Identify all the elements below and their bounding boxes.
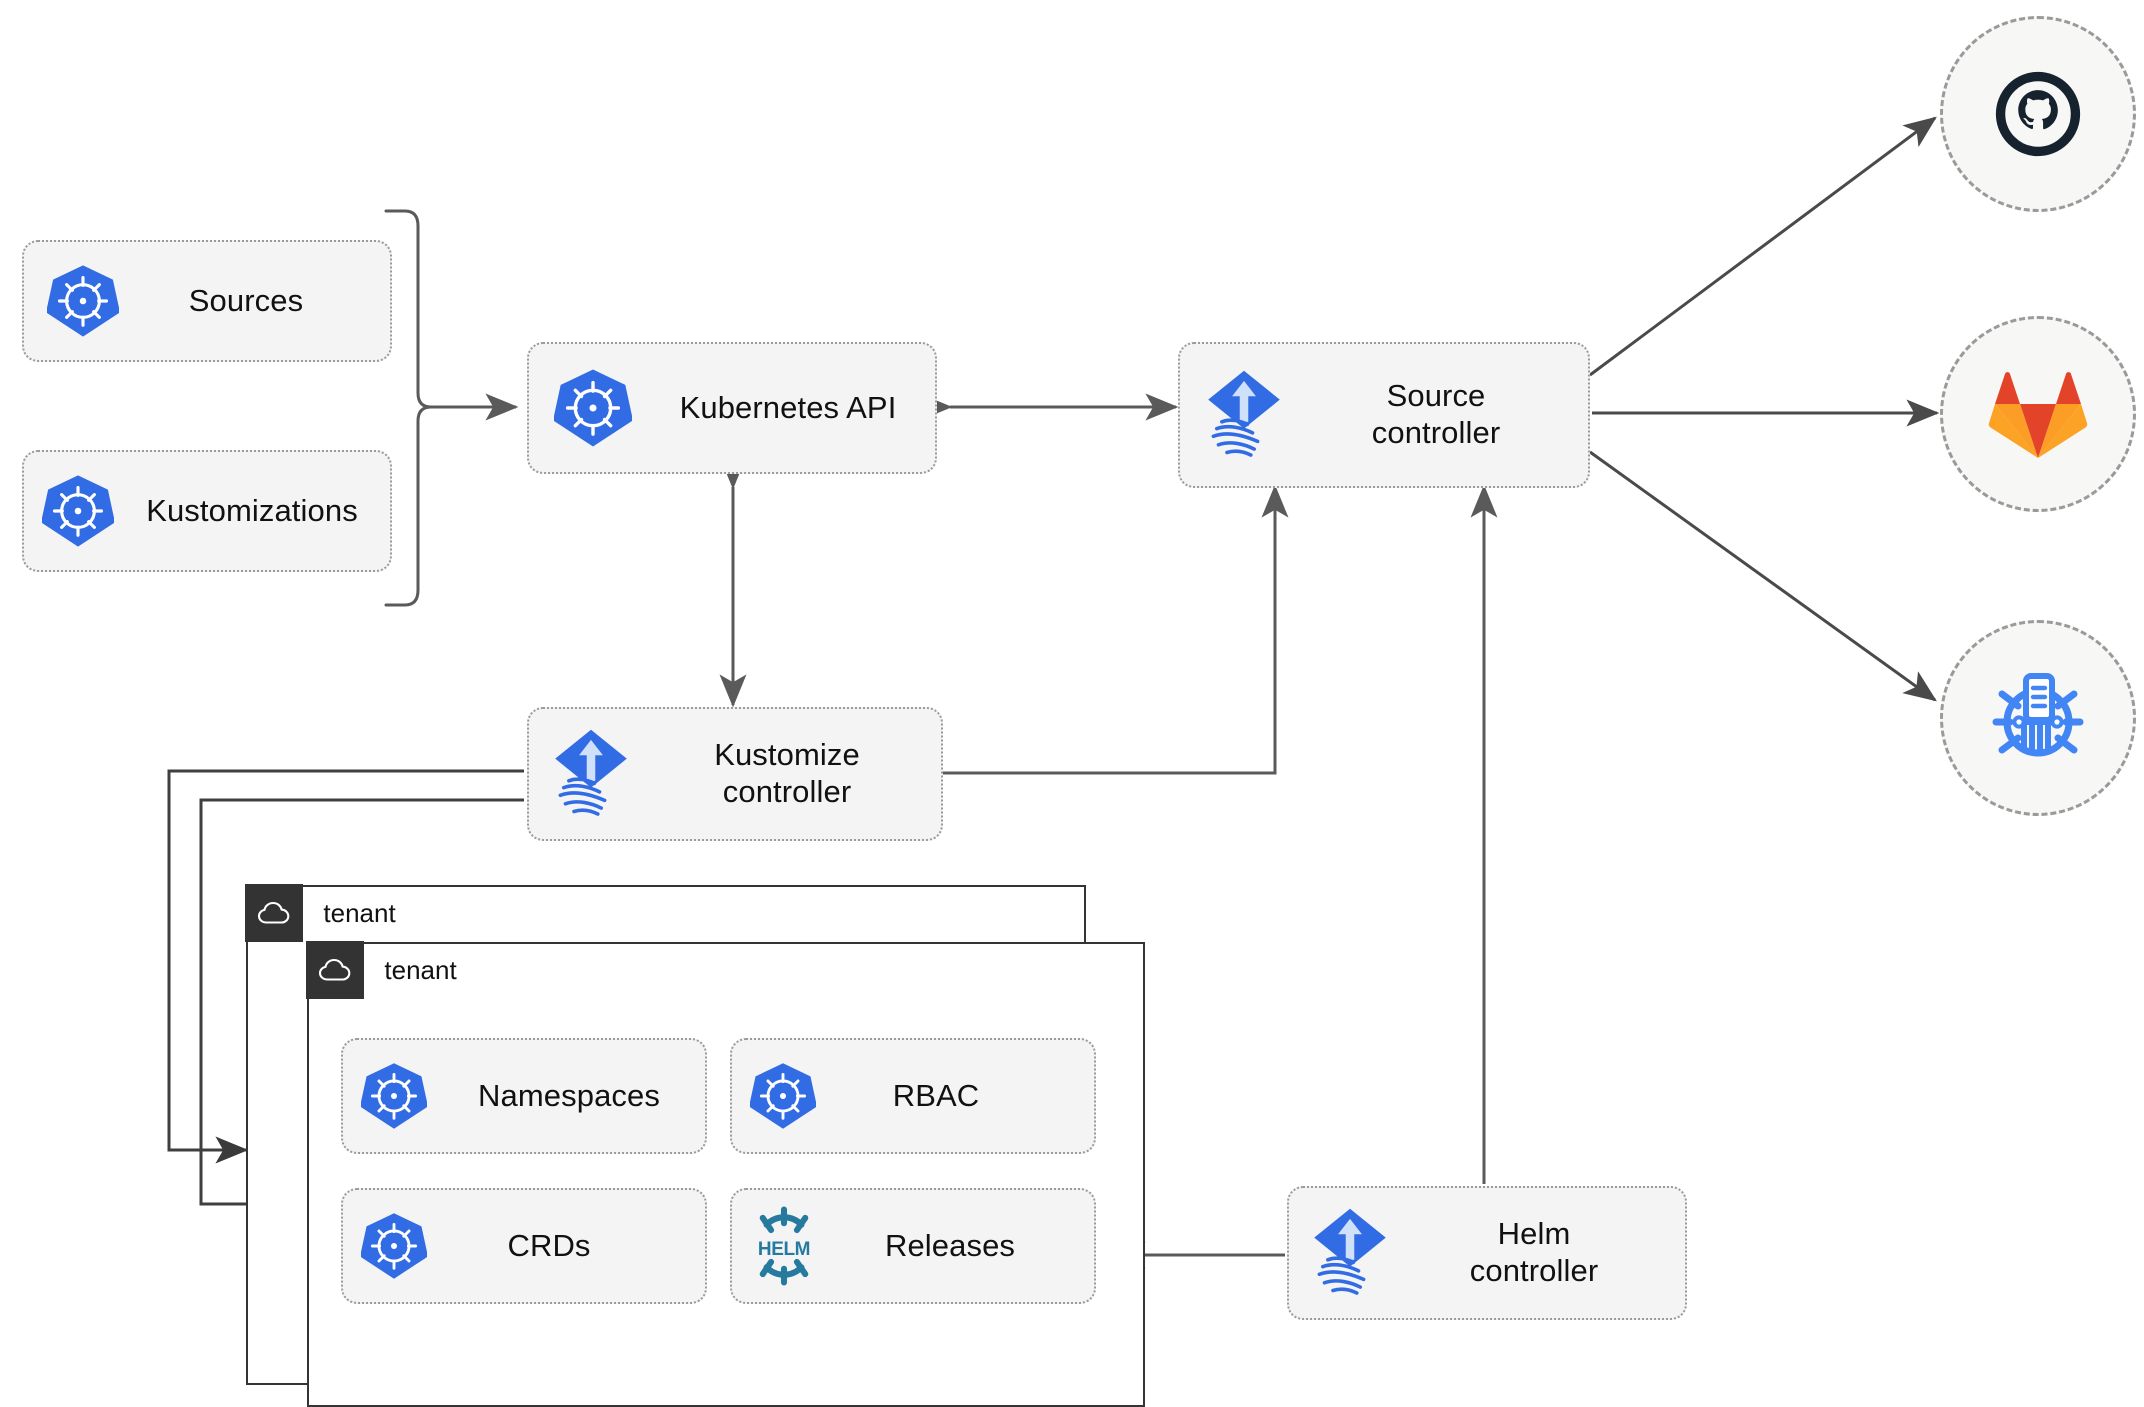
- flux-icon: [529, 728, 653, 820]
- node-namespaces[interactable]: Namespaces: [341, 1038, 707, 1154]
- node-releases-label: Releases: [884, 1227, 1016, 1263]
- github-icon: [1995, 71, 2081, 157]
- kubernetes-icon: [24, 474, 132, 548]
- node-source-controller[interactable]: Source controller: [1178, 342, 1590, 488]
- kubernetes-icon: [343, 1212, 445, 1280]
- node-namespaces-label: Namespaces: [478, 1077, 660, 1113]
- node-helm-controller-label: Helm controller: [1469, 1216, 1599, 1288]
- cloud-icon: [245, 884, 304, 943]
- provider-bucket[interactable]: [1940, 620, 2136, 816]
- node-kustomize-controller[interactable]: Kustomize controller: [527, 707, 943, 841]
- provider-gitlab[interactable]: [1940, 316, 2136, 512]
- node-kubernetes-api[interactable]: Kubernetes API: [527, 342, 937, 474]
- node-helm-controller[interactable]: Helm controller: [1287, 1186, 1687, 1320]
- kubernetes-icon: [529, 368, 657, 448]
- node-source-controller-label: Source controller: [1371, 378, 1501, 450]
- node-sources-label: Sources: [188, 282, 304, 318]
- node-crds[interactable]: CRDs: [341, 1188, 707, 1304]
- node-sources[interactable]: Sources: [22, 240, 392, 362]
- node-rbac-label: RBAC: [892, 1077, 980, 1113]
- kubernetes-icon: [343, 1062, 445, 1130]
- edge-source-controller-github: [1589, 116, 1937, 377]
- gitlab-icon: [1988, 372, 2088, 458]
- kubernetes-icon: [24, 264, 142, 338]
- flux-icon: [1289, 1207, 1411, 1299]
- node-kustomize-controller-label: Kustomize controller: [714, 737, 860, 809]
- cloud-icon: [306, 941, 365, 1000]
- tenant-front-container: tenant: [306, 941, 1145, 1407]
- node-kustomizations[interactable]: Kustomizations: [22, 450, 392, 572]
- tenant-back-label: tenant: [323, 897, 396, 928]
- node-releases[interactable]: HELM Releases: [730, 1188, 1096, 1304]
- kubernetes-icon: [732, 1062, 834, 1130]
- edge-source-controller-bucket: [1589, 450, 1937, 702]
- bucket-icon: [1992, 673, 2084, 757]
- flux-icon: [1180, 369, 1308, 461]
- svg-text:HELM: HELM: [758, 1239, 810, 1260]
- tenant-front-label: tenant: [384, 954, 457, 985]
- node-rbac[interactable]: RBAC: [730, 1038, 1096, 1154]
- tenant-back-header: tenant: [245, 884, 396, 943]
- provider-github[interactable]: [1940, 16, 2136, 212]
- tenant-front-header: tenant: [306, 941, 457, 1000]
- node-kustomizations-label: Kustomizations: [146, 492, 358, 528]
- node-crds-label: CRDs: [507, 1227, 591, 1263]
- helm-icon: HELM: [732, 1205, 836, 1287]
- edge-group-brace: [384, 209, 432, 607]
- edge-kustomize-controller-source-controller: [943, 484, 1289, 775]
- node-kubernetes-api-label: Kubernetes API: [679, 389, 897, 425]
